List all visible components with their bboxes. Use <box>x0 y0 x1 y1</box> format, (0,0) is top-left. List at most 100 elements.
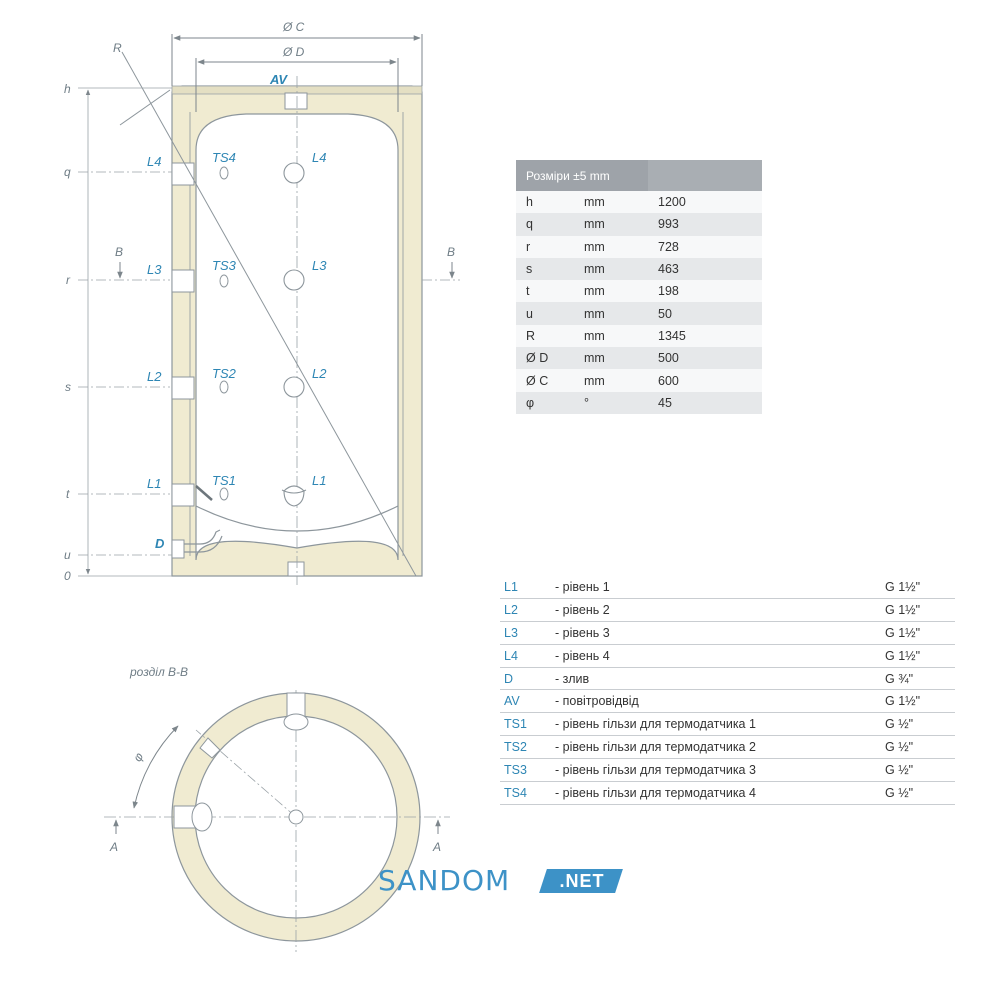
section-title: розділ B-B <box>129 665 188 679</box>
dimension-value: 1345 <box>648 324 762 348</box>
height-dimensions <box>78 87 172 577</box>
legend-code: TS2 <box>504 740 527 755</box>
sensor-holes <box>219 166 229 501</box>
angle-label: φ <box>130 750 146 764</box>
socket-l2 <box>171 376 195 400</box>
dimensions-table-header: Розміри ±5 mm <box>516 160 762 191</box>
inner-ports <box>281 162 307 507</box>
dimension-value: 500 <box>648 347 762 370</box>
label-ts3: TS3 <box>212 258 237 273</box>
label-ts2: TS2 <box>212 366 237 381</box>
section-a-left: A <box>109 840 118 854</box>
legend-thread-size: G 1½" <box>885 602 921 617</box>
radius-diagonal <box>121 51 417 577</box>
dimension-value: 1200 <box>648 191 762 214</box>
dimension-unit: mm <box>574 257 648 281</box>
air-vent-label: AV <box>269 72 288 87</box>
drain-pipe <box>176 529 223 553</box>
section-b-left: B <box>115 245 123 259</box>
dimensions-row: φ°45 <box>516 391 762 414</box>
section-b-right: B <box>447 245 455 259</box>
section-a-right: A <box>432 840 441 854</box>
legend-code: L2 <box>504 602 518 617</box>
legend-thread-size: G 1½" <box>885 580 921 594</box>
dimension-name: Ø C <box>516 369 574 392</box>
legend-thread-size: G ¾" <box>885 671 914 686</box>
label-drain: D <box>155 536 165 551</box>
legend-description: - рівень гільзи для термодатчика 1 <box>555 717 756 732</box>
section-b-b-view: розділ B-B φ A A <box>104 665 450 952</box>
level-sockets <box>171 162 195 507</box>
dimension-name: u <box>516 302 574 325</box>
dimension-name: h <box>516 191 574 214</box>
legend-code: D <box>504 671 514 686</box>
dimension-unit: mm <box>574 347 648 370</box>
label-left-l3: L3 <box>147 262 162 277</box>
connection-labels: L4 L3 L2 L1 L4 L3 L2 L1 TS4 TS3 TS2 TS1 … <box>147 150 327 551</box>
legend-description: - рівень гільзи для термодатчика 4 <box>555 786 756 801</box>
dimension-unit: mm <box>574 369 648 392</box>
dimension-value: 463 <box>648 257 762 281</box>
legend-row: L1 - рівень 1 G 1½" <box>500 576 955 599</box>
legend-code: TS1 <box>504 717 527 732</box>
socket-l3 <box>171 269 195 293</box>
dimension-unit: mm <box>574 302 648 325</box>
watermark-word: SANDOM <box>378 864 511 897</box>
legend-thread-size: G 1½" <box>885 625 921 640</box>
dimensions-header-spacer <box>648 160 762 191</box>
legend-code: L1 <box>504 580 518 594</box>
legend-code: AV <box>504 694 520 709</box>
legend-description: - злив <box>555 671 590 686</box>
dimension-name: R <box>516 324 574 348</box>
dimension-value: 50 <box>648 302 762 325</box>
dimension-name: r <box>516 235 574 258</box>
dimension-name: q <box>516 213 574 236</box>
bottom-plug <box>287 561 305 577</box>
legend-description: - рівень 1 <box>555 580 610 594</box>
dimension-unit: mm <box>574 280 648 303</box>
legend-row: L3 - рівень 3 G 1½" <box>500 622 955 645</box>
label-ts4: TS4 <box>212 150 236 165</box>
dimension-name: t <box>516 280 574 303</box>
label-inner-l2: L2 <box>312 366 327 381</box>
dimension-value: 45 <box>648 391 762 414</box>
socket-l1 <box>171 483 195 507</box>
dimension-value: 198 <box>648 280 762 303</box>
legend-row: D - злив G ¾" <box>500 668 955 691</box>
dimensions-header-label: Розміри ±5 mm <box>516 160 648 191</box>
legend-thread-size: G 1½" <box>885 694 921 709</box>
dimension-name: φ <box>516 391 574 414</box>
height-h: h <box>64 82 71 96</box>
label-inner-l1: L1 <box>312 473 326 488</box>
socket-l4 <box>171 162 195 186</box>
dimension-unit: mm <box>574 235 648 258</box>
height-s: s <box>65 380 71 394</box>
label-left-l2: L2 <box>147 369 162 384</box>
air-vent-socket <box>284 92 308 110</box>
legend-description: - рівень 3 <box>555 625 610 640</box>
top-dimensions <box>171 34 423 112</box>
legend-description: - рівень 4 <box>555 648 610 663</box>
dim-d-label: Ø D <box>282 45 305 59</box>
label-inner-l4: L4 <box>312 150 326 165</box>
legend-code: L3 <box>504 625 518 640</box>
legend-description: - повітровідвід <box>555 694 639 709</box>
dimension-unit: mm <box>574 324 648 348</box>
legend-thread-size: G ½" <box>885 763 914 778</box>
legend-description: - рівень гільзи для термодатчика 3 <box>555 763 756 778</box>
dimension-name: Ø D <box>516 347 574 370</box>
height-0: 0 <box>64 569 71 583</box>
dimension-value: 993 <box>648 213 762 236</box>
